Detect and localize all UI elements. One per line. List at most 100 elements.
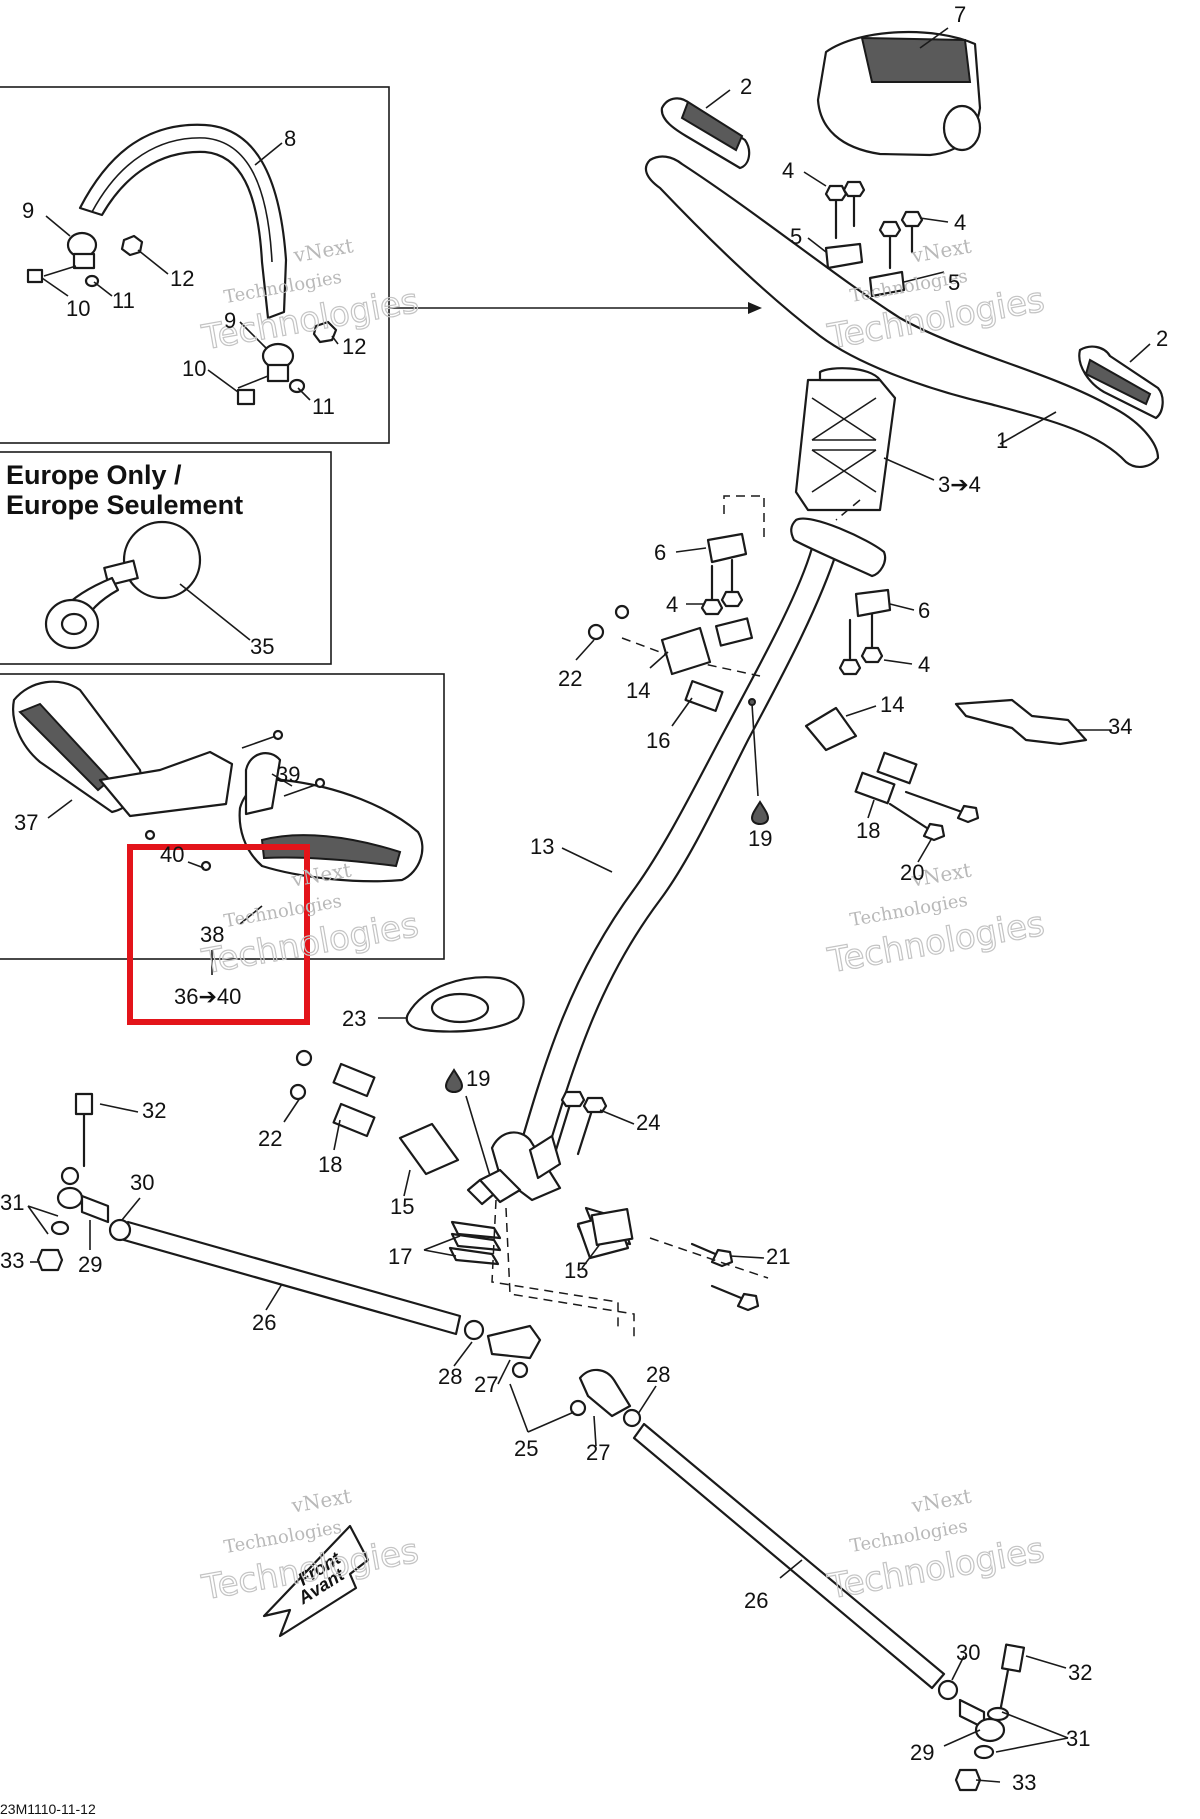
inset-frame-handlebar-brace bbox=[0, 86, 390, 444]
handlebar-pad bbox=[816, 30, 982, 157]
callout-22a: 22 bbox=[558, 666, 582, 691]
upper-bearing-assembly bbox=[587, 604, 980, 842]
callout-33a: 33 bbox=[0, 1248, 24, 1273]
steering-boot-inner bbox=[430, 992, 490, 1024]
callout-2b: 2 bbox=[1156, 326, 1168, 351]
handguard-right bbox=[238, 752, 424, 883]
leader-4a bbox=[803, 171, 827, 187]
callout-3: 3➔4 bbox=[938, 472, 981, 497]
callout-26b: 26 bbox=[744, 1588, 768, 1613]
leader-2a bbox=[705, 89, 731, 109]
leader-19b bbox=[465, 1095, 491, 1177]
leader-37 bbox=[47, 799, 73, 819]
leader-35 bbox=[179, 583, 251, 641]
leader-31a bbox=[27, 1205, 59, 1235]
callout-4a: 4 bbox=[782, 158, 794, 183]
callout-30a: 30 bbox=[130, 1170, 154, 1195]
svg-text:vNext: vNext bbox=[291, 233, 355, 267]
guide-dash-2 bbox=[621, 637, 761, 677]
top-bolts bbox=[824, 180, 924, 298]
leader-32b bbox=[1025, 1655, 1067, 1669]
leader-11b bbox=[297, 387, 311, 401]
callout-14b: 14 bbox=[880, 692, 904, 717]
callout-11b: 11 bbox=[312, 394, 335, 419]
callout-32b: 32 bbox=[1068, 1660, 1092, 1685]
horn-bell-inner bbox=[60, 612, 88, 636]
leader-7 bbox=[919, 27, 949, 49]
leader-11a bbox=[93, 281, 113, 297]
leader-39 bbox=[271, 773, 293, 787]
leader-21 bbox=[729, 1255, 765, 1259]
lower-column-tube bbox=[478, 1168, 522, 1204]
guide-dash-1 bbox=[723, 495, 765, 538]
callout-32a: 32 bbox=[142, 1098, 166, 1123]
callout-12b: 12 bbox=[342, 334, 366, 359]
lower-bearing-assembly bbox=[289, 1049, 760, 1312]
handlebar-brace bbox=[78, 123, 288, 320]
callout-12a: 12 bbox=[170, 266, 194, 291]
callout-7: 7 bbox=[954, 2, 966, 27]
leader-29b bbox=[943, 1729, 981, 1747]
leader-25 bbox=[509, 1383, 575, 1433]
callout-27a: 27 bbox=[474, 1372, 498, 1397]
leader-30a bbox=[121, 1197, 141, 1221]
leader-28b bbox=[637, 1385, 657, 1415]
callout-23: 23 bbox=[342, 1006, 366, 1031]
leader-16 bbox=[671, 697, 693, 727]
callout-8: 8 bbox=[284, 126, 296, 151]
tie-rod-right-end bbox=[937, 1643, 1026, 1792]
callout-5b: 5 bbox=[948, 270, 960, 295]
oil-drop-upper bbox=[750, 800, 770, 826]
highlight-box bbox=[127, 844, 310, 1025]
leader-22b bbox=[283, 1097, 301, 1123]
callout-18b: 18 bbox=[318, 1152, 342, 1177]
leader-9a bbox=[45, 215, 71, 237]
leader-26b bbox=[779, 1559, 803, 1579]
inset-frame-europe-only bbox=[0, 451, 332, 665]
callout-36-to-40: 36➔40 bbox=[174, 984, 241, 1009]
inset-frame-handguards bbox=[0, 673, 445, 960]
callout-38: 38 bbox=[200, 922, 224, 947]
leader-14b bbox=[845, 705, 877, 717]
clamp-upper bbox=[26, 231, 144, 288]
grip-right bbox=[1078, 345, 1164, 420]
riser bbox=[794, 367, 897, 512]
callout-24: 24 bbox=[636, 1110, 660, 1135]
leader-15a bbox=[403, 1169, 411, 1197]
callout-18a: 18 bbox=[856, 818, 880, 843]
callout-19b: 19 bbox=[466, 1066, 490, 1091]
leader-28a bbox=[453, 1341, 473, 1367]
leader-19a bbox=[751, 703, 759, 797]
leader-34arrow bbox=[883, 457, 935, 481]
handguard-left bbox=[12, 680, 234, 818]
inset-title-line-1: Europe Only / bbox=[6, 460, 182, 490]
callout-31a: 31 bbox=[0, 1190, 24, 1215]
watermark-1: vNext Technologies Technologies bbox=[198, 233, 422, 359]
callout-30b: 30 bbox=[956, 1640, 980, 1665]
leader-17 bbox=[423, 1235, 461, 1257]
leader-20 bbox=[917, 837, 933, 863]
callout-15a: 15 bbox=[390, 1194, 414, 1219]
leader-14a bbox=[649, 651, 669, 669]
callout-33b: 33 bbox=[1012, 1770, 1036, 1795]
callout-11a: 11 bbox=[112, 288, 135, 313]
callout-29b: 29 bbox=[910, 1740, 934, 1765]
callout-26a: 26 bbox=[252, 1310, 276, 1335]
leader-18b bbox=[333, 1119, 341, 1151]
drawing-number: 23M1110-11-12 bbox=[0, 1801, 96, 1817]
callout-29a: 29 bbox=[78, 1252, 102, 1277]
watermark-2: vNext Technologies Technologies bbox=[824, 234, 1048, 358]
leader-12b bbox=[331, 335, 339, 345]
callout-15b: 15 bbox=[564, 1258, 588, 1283]
tie-rod-ends-center bbox=[486, 1324, 946, 1690]
leader-18a bbox=[867, 799, 875, 819]
callout-9b: 9 bbox=[224, 308, 236, 333]
callout-6b: 6 bbox=[918, 598, 930, 623]
callout-20: 20 bbox=[900, 860, 924, 885]
leader-8 bbox=[254, 142, 283, 166]
callout-4c: 4 bbox=[666, 592, 678, 617]
leader-38 bbox=[239, 905, 263, 925]
callout-28b: 28 bbox=[646, 1362, 670, 1387]
leader-6a bbox=[675, 547, 707, 553]
callout-34: 34 bbox=[1108, 714, 1132, 739]
